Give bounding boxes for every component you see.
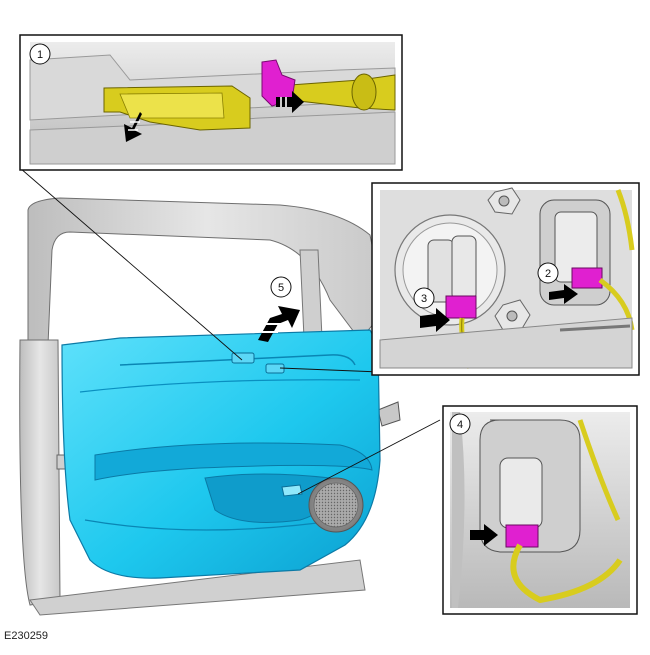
callout-label: 1: [37, 49, 43, 61]
push-arrow-icon: [549, 284, 578, 304]
callout-label: 5: [278, 282, 284, 294]
figure-id: E230259: [4, 630, 49, 642]
inset-4: [442, 405, 638, 615]
callout-label: 4: [457, 419, 463, 431]
callout-1: 1: [29, 43, 51, 65]
release-tab-icon: [261, 59, 296, 107]
callout-2: 2: [537, 262, 559, 284]
bolt-icon: [487, 187, 521, 215]
lift-arrow-icon: [258, 306, 300, 342]
inset-2-3: [371, 182, 640, 376]
door-trim-panel: [61, 329, 381, 579]
callout-label: 3: [421, 293, 427, 305]
pull-right-arrow-icon: [276, 91, 304, 113]
push-arrow-icon: [470, 524, 498, 546]
push-arrow-icon: [420, 308, 450, 332]
callout-3: 3: [413, 287, 435, 309]
inset-1: [19, 34, 403, 171]
callout-5: 5: [270, 276, 292, 298]
push-down-arrow-icon: [124, 112, 142, 142]
callout-4: 4: [449, 413, 471, 435]
leader-lines: [19, 167, 441, 495]
connector-icon: [539, 189, 635, 331]
door-frame: [19, 197, 401, 616]
callout-label: 2: [545, 268, 551, 280]
speaker-icon: [308, 477, 364, 533]
connector-icon: [499, 419, 623, 604]
